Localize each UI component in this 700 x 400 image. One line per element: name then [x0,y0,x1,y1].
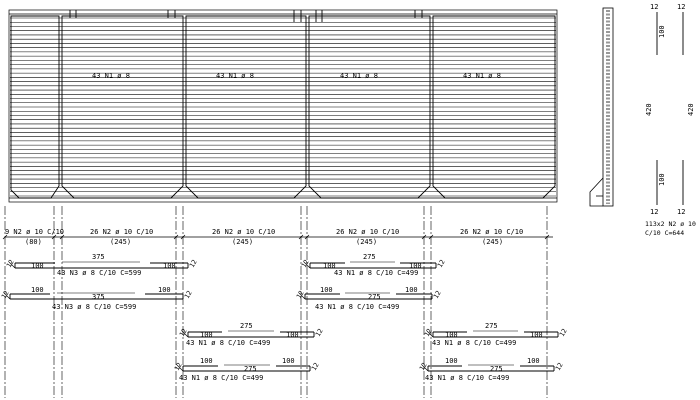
bar-center-length: 375 [92,253,105,261]
bar-center-length: 375 [92,293,105,301]
distribution-label: 26 N2 ø 10 C/10 [90,228,153,236]
distribution-length: (80) [25,238,42,246]
bar-hook-left: 100 [31,286,44,294]
panel-label: 43 N1 ø 8 [340,72,378,80]
bar-hook-right: 100 [527,357,540,365]
bar-label: 43 N1 ø 8 C/10 C=499 [334,269,418,277]
bar-hook-right: 100 [282,357,295,365]
wall-panels [10,10,556,199]
distribution-label: 9 N2 ø 10 C/10 [5,228,64,236]
bar-hook-right: 100 [163,262,176,270]
stirrup-lower-leg: 100 [658,173,666,186]
panel-label: 43 N1 ø 8 [92,72,130,80]
bar-end-mark: 12 [310,361,321,372]
panel-label: 43 N1 ø 8 [463,72,501,80]
bar-hook-left: 100 [445,331,458,339]
distribution-length: (245) [110,238,131,246]
bar-end-mark: 12 [183,289,194,300]
stirrup-label: 113x2 N2 ø 10 [645,220,696,228]
bar-label: 43 N1 ø 8 C/10 C=499 [425,374,509,382]
bar-hook-left: 100 [445,357,458,365]
bar-end-mark: 12 [554,361,565,372]
stirrup-bottom-left: 12 [650,208,658,216]
rebar-shape [426,330,559,338]
rebar-shape [298,292,433,300]
stirrup-height-right: 420 [687,103,695,116]
bar-hook-left: 100 [200,331,213,339]
bar-label: 43 N3 ø 8 C/10 C=599 [52,303,136,311]
bar-end-mark: 12 [418,361,429,372]
bar-end-mark: 12 [0,289,11,300]
stirrup-detail [656,12,684,205]
rebar-shape [3,292,184,300]
bar-hook-left: 100 [200,357,213,365]
panel-outline [185,15,307,199]
rebar-shape [303,261,437,269]
panel-outline [61,15,184,199]
wall-section [589,7,614,207]
bar-end-mark: 12 [423,327,434,338]
distribution-length: (245) [356,238,377,246]
wall-elevation [8,9,558,203]
rebar-shape [421,364,555,372]
bar-label: 43 N1 ø 8 C/10 C=499 [315,303,399,311]
bar-end-mark: 12 [558,327,569,338]
stirrup-upper-leg: 100 [658,25,666,38]
bar-end-mark: 12 [432,289,443,300]
panel-outline [308,15,431,199]
bar-hook-right: 100 [158,286,171,294]
bar-label: 43 N3 ø 8 C/10 C=599 [57,269,141,277]
distribution-length: (245) [232,238,253,246]
bar-center-length: 275 [490,365,503,373]
panel-outline [10,15,60,199]
bar-hook-left: 100 [31,262,44,270]
bar-hook-right: 100 [409,262,422,270]
bar-center-length: 275 [363,253,376,261]
distribution-line [2,234,553,240]
panel-outline [432,15,556,199]
distribution-label: 26 N2 ø 10 C/10 [336,228,399,236]
stirrup-bottom-right: 12 [677,208,685,216]
stirrup-height-left: 420 [645,103,653,116]
grid-lines [4,206,548,398]
stirrup-spacing: C/10 C=644 [645,229,684,237]
bar-end-mark: 12 [314,327,325,338]
bar-hook-right: 100 [286,331,299,339]
bar-hook-right: 100 [530,331,543,339]
bar-end-mark: 12 [188,258,199,269]
bar-end-mark: 12 [178,327,189,338]
rebar-shape [181,330,315,338]
bar-end-mark: 12 [436,258,447,269]
panel-label: 43 N1 ø 8 [216,72,254,80]
bar-end-mark: 12 [5,258,16,269]
bar-hook-right: 100 [405,286,418,294]
bar-label: 43 N1 ø 8 C/10 C=499 [432,339,516,347]
bar-center-length: 275 [368,293,381,301]
bar-label: 43 N1 ø 8 C/10 C=499 [186,339,270,347]
bar-end-mark: 12 [173,361,184,372]
distribution-length: (245) [482,238,503,246]
bar-schedule [3,261,559,372]
rebar-shape [176,364,311,372]
rebar-shape [8,261,189,269]
wall-outline [8,9,558,203]
bar-hook-left: 100 [320,286,333,294]
distribution-label: 26 N2 ø 10 C/10 [460,228,523,236]
bar-hook-left: 100 [323,262,336,270]
bar-center-length: 275 [485,322,498,330]
bar-end-mark: 12 [300,258,311,269]
stirrup-top-left: 12 [650,3,658,11]
stirrup-top-right: 12 [677,3,685,11]
distribution-label: 26 N2 ø 10 C/10 [212,228,275,236]
horizontal-bars [10,17,556,197]
bar-end-mark: 12 [295,289,306,300]
bar-center-length: 275 [244,365,257,373]
bar-label: 43 N1 ø 8 C/10 C=499 [179,374,263,382]
bar-center-length: 275 [240,322,253,330]
